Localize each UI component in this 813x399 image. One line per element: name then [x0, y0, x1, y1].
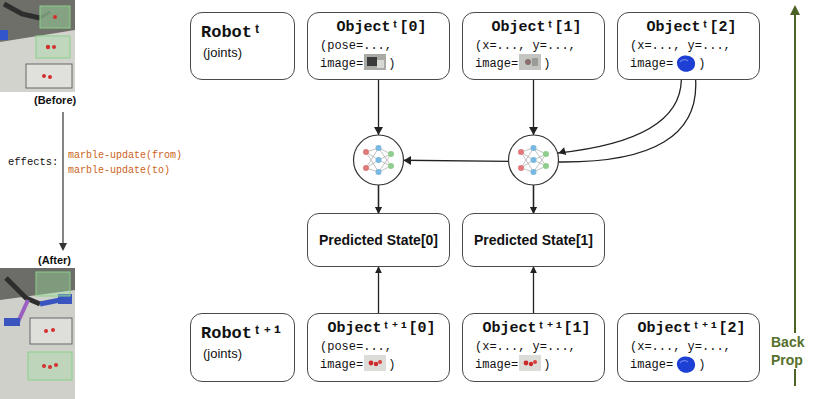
robot-sub: (joints) [201, 44, 286, 62]
effect-call: marble-update(to) [68, 165, 170, 176]
object-heading: Objectᵗ⁺¹[0] [320, 319, 443, 339]
image-key: image= [475, 358, 518, 372]
object-attrs: (x=..., y=..., [630, 339, 753, 355]
photo-caption: (After) [38, 254, 71, 266]
object-thumbnail [364, 355, 387, 374]
image-close: ) [543, 358, 550, 372]
connector-arrow [378, 267, 379, 313]
image-key: image= [320, 57, 363, 71]
object-attrs: (pose=..., [320, 339, 443, 355]
object-attrs: (x=..., y=..., [475, 339, 598, 355]
image-row: image=) [320, 54, 443, 74]
object-thumbnail [519, 54, 542, 73]
connector-arrow [379, 80, 696, 213]
state-box: Predicted State[0] [307, 213, 450, 267]
image-close: ) [698, 57, 705, 71]
robot-heading: Robotᵗ [201, 22, 286, 44]
image-key: image= [320, 358, 363, 372]
object-box: Objectᵗ⁺¹[0](pose=...,image=) [307, 313, 450, 382]
time-arrow-head [59, 243, 67, 251]
connector-arrow [533, 267, 534, 313]
photo-caption: (Before) [34, 94, 76, 106]
backprop-arrow-head [790, 5, 800, 15]
after-photo [0, 268, 75, 399]
state-label: Predicted State[1] [474, 231, 593, 250]
object-box: Objectᵗ[2](x=..., y=...,image=) [617, 12, 760, 80]
effects-key: effects: [8, 156, 58, 168]
object-thumbnail [519, 355, 542, 374]
network-circle [354, 127, 412, 185]
image-key: image= [630, 358, 673, 372]
image-row: image=) [475, 355, 598, 375]
effect-call: marble-update(from) [68, 150, 182, 161]
time-arrow [62, 112, 63, 244]
image-close: ) [698, 358, 705, 372]
image-close: ) [388, 57, 395, 71]
object-attrs: (x=..., y=..., [475, 38, 598, 54]
object-thumbnail [674, 355, 697, 374]
object-heading: Objectᵗ⁺¹[1] [475, 319, 598, 339]
object-box: Objectᵗ⁺¹[1](x=..., y=...,image=) [462, 313, 605, 382]
object-heading: Objectᵗ[1] [475, 18, 598, 38]
before-photo [0, 0, 75, 92]
object-thumbnail [674, 54, 697, 73]
robot-box: Robotᵗ(joints) [190, 12, 295, 80]
object-attrs: (x=..., y=..., [630, 38, 753, 54]
object-heading: Objectᵗ[0] [320, 18, 443, 38]
object-heading: Objectᵗ⁺¹[2] [630, 319, 753, 339]
image-row: image=) [475, 54, 598, 74]
robot-box: Robotᵗ⁺¹(joints) [190, 313, 295, 382]
object-box: Objectᵗ[0](pose=...,image=) [307, 12, 450, 80]
image-key: image= [475, 57, 518, 71]
state-box: Predicted State[1] [462, 213, 605, 267]
state-label: Predicted State[0] [319, 231, 438, 250]
image-key: image= [630, 57, 673, 71]
object-box: Objectᵗ[1](x=..., y=...,image=) [462, 12, 605, 80]
network-circle [509, 127, 567, 185]
object-box: Objectᵗ⁺¹[2](x=..., y=...,image=) [617, 313, 760, 382]
image-row: image=) [320, 355, 443, 375]
image-row: image=) [630, 54, 753, 74]
image-close: ) [543, 57, 550, 71]
backprop-arrow [794, 14, 796, 386]
image-close: ) [388, 358, 395, 372]
robot-heading: Robotᵗ⁺¹ [201, 323, 286, 345]
backprop-label: Back Prop [770, 333, 812, 369]
object-thumbnail [364, 54, 387, 73]
object-heading: Objectᵗ[2] [630, 18, 753, 38]
image-row: image=) [630, 355, 753, 375]
robot-sub: (joints) [201, 345, 286, 363]
object-attrs: (pose=..., [320, 38, 443, 54]
connector-arrow [534, 80, 682, 213]
